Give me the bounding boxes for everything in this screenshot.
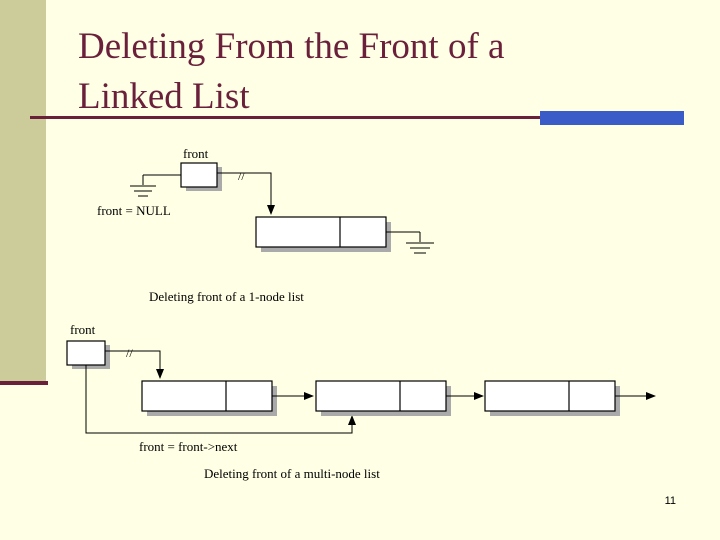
slide-title: Deleting From the Front of a Linked List xyxy=(78,22,504,122)
null-assign-label: front = NULL xyxy=(97,203,171,218)
null-mark-1: // xyxy=(238,169,245,183)
slide-title-line1: Deleting From the Front of a xyxy=(78,26,505,67)
list-node-b xyxy=(315,380,447,412)
left-accent-bar xyxy=(0,0,46,384)
caption-one-node: Deleting front of a 1-node list xyxy=(149,289,304,304)
page-number: 11 xyxy=(664,495,676,507)
left-accent-bar-base xyxy=(0,381,48,385)
front-pointer-label-1: front xyxy=(183,146,209,161)
old-front-arrow-2 xyxy=(105,350,164,379)
list-node-1 xyxy=(255,216,387,248)
diagram-multi-node: front // front = front->next Deleting fr… xyxy=(66,322,656,481)
null-mark-2: // xyxy=(126,346,133,360)
title-underline-accent xyxy=(540,111,684,125)
list-node-a xyxy=(141,380,273,412)
front-pointer-box-1 xyxy=(180,162,218,188)
list-node-c xyxy=(484,380,616,412)
front-assign-label: front = front->next xyxy=(139,439,238,454)
diagram-one-node: front front = NULL // Deleting front of … xyxy=(97,146,434,304)
front-pointer-label-2: front xyxy=(70,322,96,337)
caption-multi-node: Deleting front of a multi-node list xyxy=(204,466,380,481)
slide-title-line2: Linked List xyxy=(78,76,250,117)
title-underline xyxy=(30,116,540,119)
front-pointer-box-2 xyxy=(66,340,106,366)
new-front-arrow xyxy=(85,365,356,434)
old-front-arrow-1 xyxy=(217,172,275,215)
